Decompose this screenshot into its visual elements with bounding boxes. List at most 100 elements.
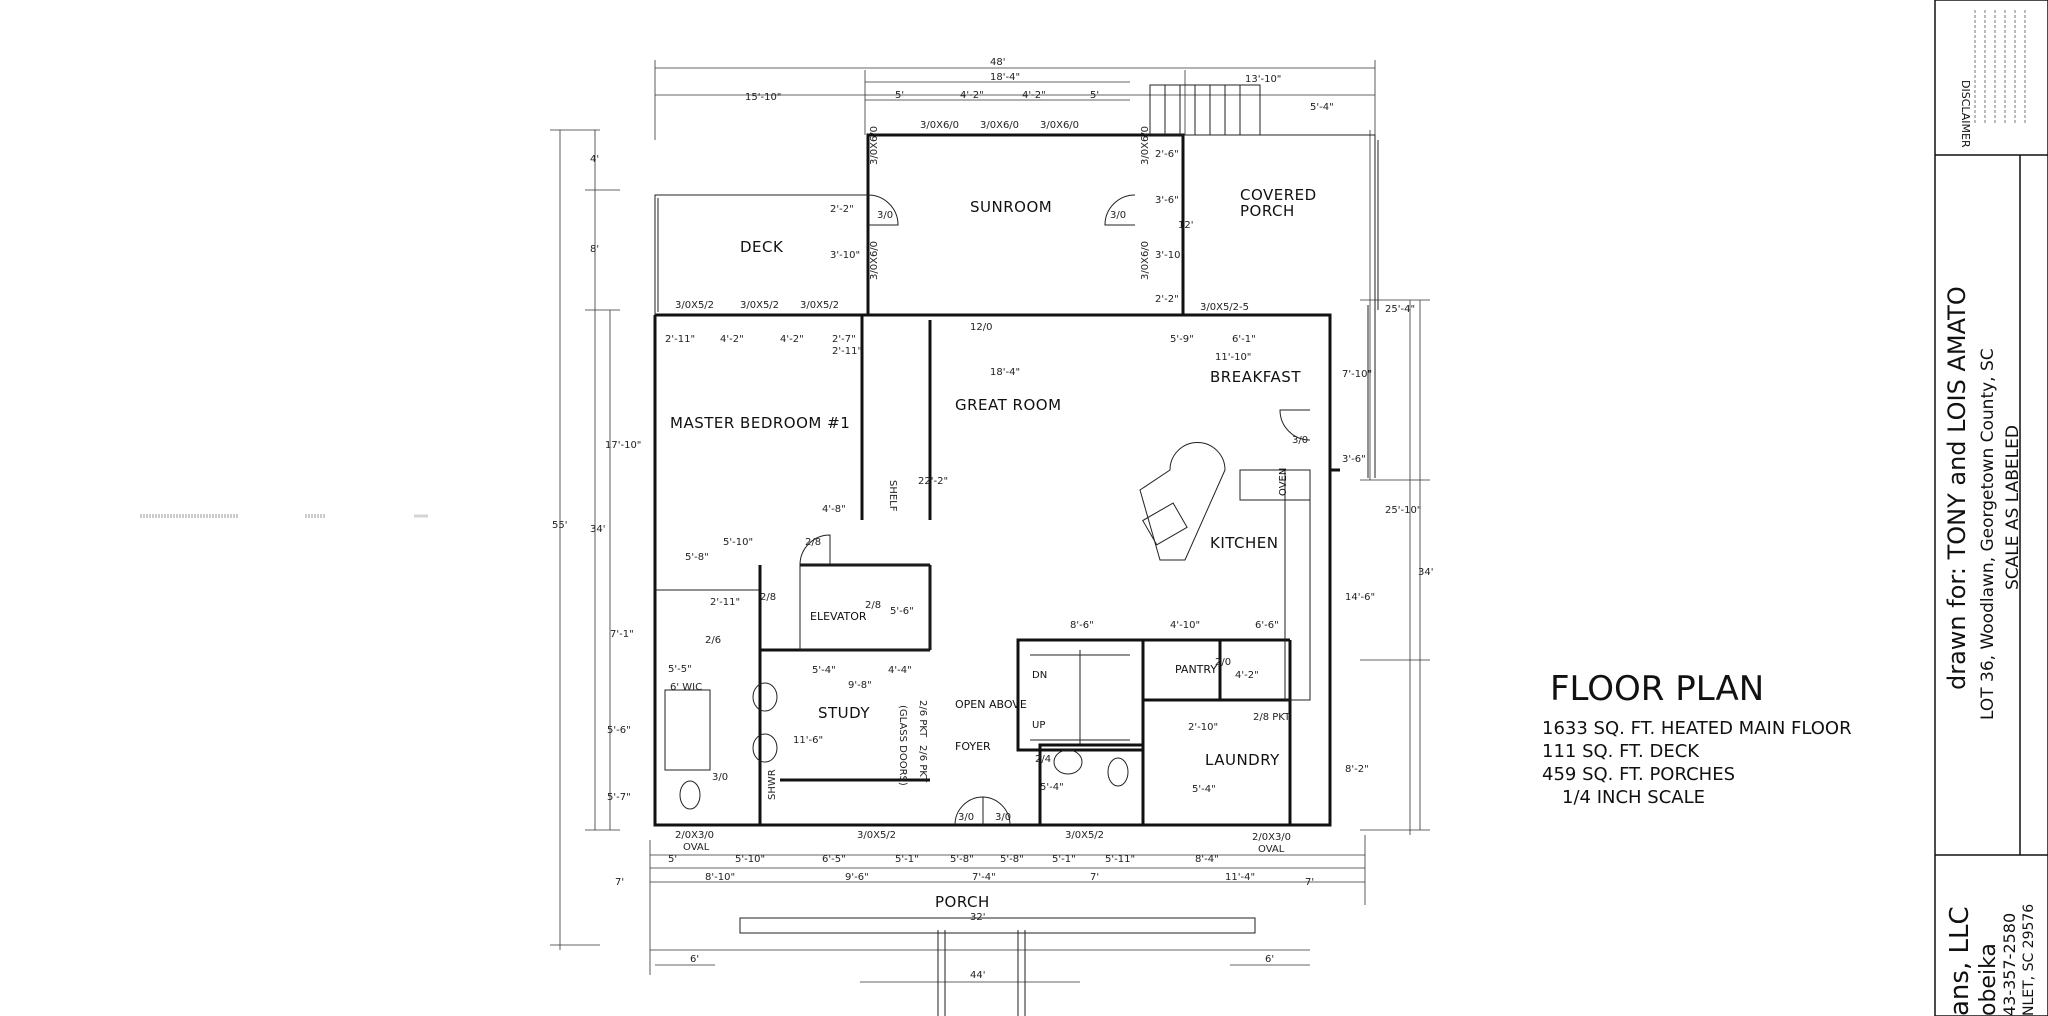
callout-window: 3/0X5/2 [1065,830,1104,841]
callout-window: 3/0X6/0 [869,126,880,165]
dim-text: 5'-8" [950,854,974,865]
dim-text: 5' [895,90,904,101]
dim-text: 5'-6" [607,725,631,736]
dim-text: 6'-1" [1232,334,1256,345]
dim-text: 5'-11" [1105,854,1135,865]
dim-text: 5'-1" [1052,854,1076,865]
dim-text: 25'-10" [1385,505,1421,516]
dim-text: 34' [590,524,605,535]
label-oven: OVEN [1278,468,1289,496]
callout-fixture: SHELF [887,480,898,512]
dim-text: 4'-2" [1235,670,1259,681]
dim-text: 4'-8" [822,504,846,515]
dim-text: 4'-10" [1170,620,1200,631]
dim-text: 3'-6" [1155,195,1179,206]
dim-text: 4'-2" [720,334,744,345]
dim-text: 8' [590,244,599,255]
dim-text: 5'-4" [1192,784,1216,795]
dim-text: 8'-2" [1345,764,1369,775]
dim-text: 3'-6" [1342,454,1366,465]
label-great-room: GREAT ROOM [955,396,1062,414]
dim-text: 5'-9" [1170,334,1194,345]
dim-text: 5'-8" [1000,854,1024,865]
dim-text: 14'-6" [1345,592,1375,603]
label-sunroom: SUNROOM [970,198,1052,216]
dim-text: 11'-10" [1215,352,1251,363]
callout-window: 2/0X3/0 [1252,832,1291,843]
callout-window: 3/0X6/0 [1040,120,1079,131]
dim-text: 13'-10" [1245,74,1281,85]
callout-door: 2/6 [705,635,721,646]
label-kitchen: KITCHEN [1210,534,1279,552]
dim-text: 7'-10" [1342,369,1372,380]
door-window-callouts: 3/0X6/0 3/0X6/0 3/0X6/0 3/0X6/0 3/0X6/0 … [670,120,1308,855]
dim-text: 4'-2" [960,90,984,101]
label-master-bedroom: MASTER BEDROOM #1 [670,414,850,432]
label-deck: DECK [740,238,784,256]
dim-text: 12' [1178,220,1193,231]
callout-door: 3/0 [1110,210,1126,221]
dim-text: 7'-1" [610,629,634,640]
dim-text: 3'-10" [830,250,860,261]
callout-door: 2/8 [865,600,881,611]
dim-text: 5'-4" [1310,102,1334,113]
dim-text: 5'-1" [895,854,919,865]
dim-text: 5'-4" [1040,782,1064,793]
drawn-for: drawn for: TONY and LOIS AMATO [1943,286,1971,690]
callout-window: OVAL [1258,844,1285,855]
callout-door: 2/8 [805,537,821,548]
callout-window: 3/0X6/0 [980,120,1019,131]
callout-fixture: SHWR [767,769,778,800]
label-pantry: PANTRY [1175,663,1217,676]
dim-text: 2'-11" [665,334,695,345]
callout-door: 3/0 [1292,435,1308,446]
dim-text: 7' [1090,872,1099,883]
dim-text: 25'-4" [1385,304,1415,315]
dim-text: 7' [1305,877,1314,888]
dim-text: 5'-10" [735,854,765,865]
callout-window: 2/0X3/0 [675,830,714,841]
label-porch: PORCH [935,893,990,911]
label-elevator: ELEVATOR [810,610,867,623]
title-block-text: DISCLAIMER drawn for: TONY and LOIS AMAT… [1943,10,2037,1016]
dim-text: 7' [615,877,624,888]
dim-text: 11'-4" [1225,872,1255,883]
dim-text: 48' [990,57,1005,68]
designer-name: obeika [1976,943,2001,1016]
callout-door: 3/0 [995,812,1011,823]
callout-door: (GLASS DOORS) [897,705,908,786]
title-block [1934,0,2048,1016]
dim-text: 4' [590,154,599,165]
label-study: STUDY [818,704,870,722]
phone: 43-357-2580 [2000,913,2019,1016]
callout-door: 2/6 PKT [917,700,928,738]
callout-window: OVAL [683,842,710,853]
callout-door: 3/0 [877,210,893,221]
dim-text: 6'-5" [822,854,846,865]
dim-text: 6'-6" [1255,620,1279,631]
callout-opening: 12/0 [970,322,992,333]
dim-text: 8'-10" [705,872,735,883]
dim-text: 4'-2" [780,334,804,345]
scale-note: SCALE AS LABELED [2003,425,2023,590]
dim-text: 2'-6" [1155,149,1179,160]
label-covered: COVERED [1240,186,1317,204]
callout-door: 2/0 [1215,657,1231,668]
dim-text: 4'-2" [1022,90,1046,101]
dim-text: 9'-8" [848,680,872,691]
legend-heated: 1633 SQ. FT. HEATED MAIN FLOOR [1542,718,1852,739]
dim-text: 6' [690,954,699,965]
dim-text: 22'-2" [918,476,948,487]
dim-text: 4'-4" [888,665,912,676]
legend-porches: 459 SQ. FT. PORCHES [1542,764,1735,785]
dim-text: 8'-6" [1070,620,1094,631]
dim-text: 7'-4" [972,872,996,883]
dim-text: 17'-10" [605,440,641,451]
callout-window: 3/0X5/2 [857,830,896,841]
dim-text: 15'-10" [745,92,781,103]
callout-window: 3/0X6/0 [869,241,880,280]
callout-closet: 6' WIC [670,682,702,693]
disclaimer-body [1974,10,2026,125]
dim-text: 5'-8" [685,552,709,563]
dimension-labels: 48' 15'-10" 18'-4" 13'-10" 5' 4'-2" 4'-2… [552,57,1433,981]
